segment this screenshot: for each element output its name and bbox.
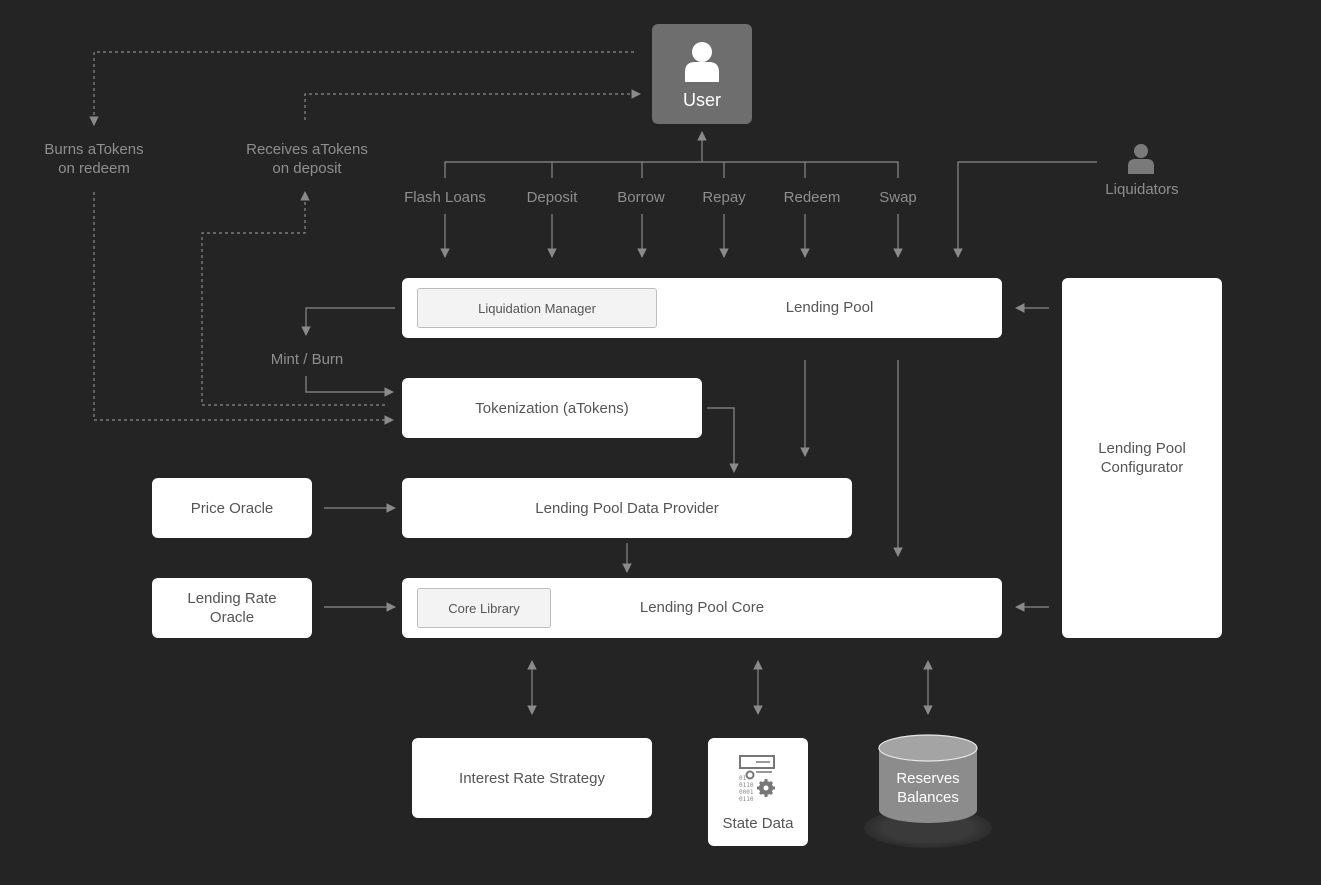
state-digit-0: 01 — [739, 775, 747, 782]
lending-rate-oracle-box[interactable]: Lending Rate Oracle — [152, 578, 312, 638]
mint-burn-label: Mint / Burn — [270, 351, 344, 368]
state-digit-1: 0110 — [739, 782, 754, 789]
burns-path-top — [89, 51, 634, 126]
action-redeem: Redeem — [783, 189, 841, 206]
user-box[interactable]: User — [652, 24, 752, 124]
state-digit-2: 0001 — [739, 789, 754, 796]
action-deposit: Deposit — [526, 189, 578, 206]
liquidators-label: Liquidators — [1105, 181, 1179, 198]
action-bus — [444, 161, 899, 178]
state-data-label: State Data — [722, 815, 794, 832]
reserves-balances-label[interactable]: Reserves Balances — [896, 770, 960, 806]
data-provider-box[interactable]: Lending Pool Data Provider — [402, 478, 852, 538]
core-library-box[interactable]: Core Library — [417, 588, 551, 628]
tokenization-to-dataprovider — [707, 407, 739, 473]
lp-to-mintburn — [301, 307, 395, 336]
action-flash-loans: Flash Loans — [404, 189, 486, 206]
liquidators-path — [953, 161, 1097, 258]
liquidation-manager-box[interactable]: Liquidation Manager — [417, 288, 657, 328]
burns-path-bottom — [93, 192, 394, 425]
tokenization-box[interactable]: Tokenization (aTokens) — [402, 378, 702, 438]
receives-path-bottom — [201, 191, 385, 406]
interest-rate-strategy-box[interactable]: Interest Rate Strategy — [412, 738, 652, 818]
liquidators-icon — [1128, 144, 1154, 174]
action-repay: Repay — [702, 189, 746, 206]
user-icon — [685, 42, 719, 82]
lending-pool-label: Lending Pool — [785, 299, 874, 316]
receives-atokens-label: Receives aTokens on deposit — [246, 141, 368, 177]
state-digit-3: 0110 — [739, 796, 754, 802]
burns-atokens-label: Burns aTokens on redeem — [44, 141, 144, 177]
action-swap: Swap — [879, 189, 917, 206]
configurator-box[interactable]: Lending Pool Configurator — [1062, 278, 1222, 638]
reserves-cylinder-icon — [864, 734, 992, 848]
state-data-icon: 01 0110 0001 0110 — [739, 755, 775, 802]
state-data-box[interactable]: 01 0110 0001 0110 State Data — [708, 738, 808, 846]
price-oracle-box[interactable]: Price Oracle — [152, 478, 312, 538]
mintburn-to-tokenization — [305, 376, 394, 397]
lending-pool-core-label: Lending Pool Core — [639, 599, 765, 616]
user-label: User — [682, 90, 721, 110]
action-borrow: Borrow — [617, 189, 665, 206]
receives-path-top — [304, 89, 641, 120]
